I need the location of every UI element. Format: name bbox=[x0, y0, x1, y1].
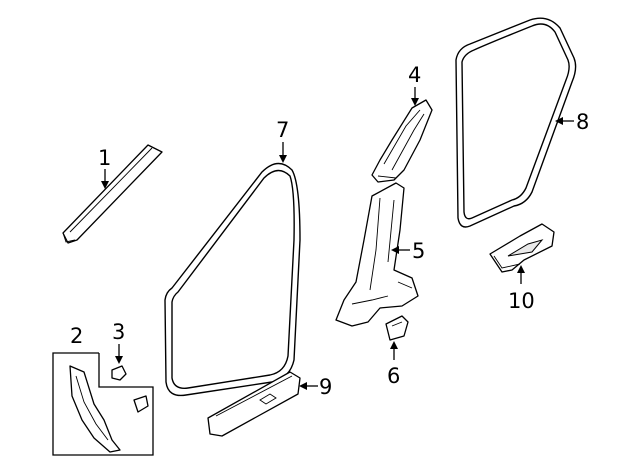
part-5-lower-center-pillar-trim bbox=[335, 182, 419, 327]
callout-10-arrow bbox=[517, 265, 525, 273]
callout-5-label: 5 bbox=[412, 239, 425, 263]
callout-1: 1 bbox=[98, 146, 111, 189]
detail-inset-box bbox=[52, 352, 154, 456]
callout-6: 6 bbox=[387, 341, 400, 388]
part-7-front-door-weatherstrip bbox=[164, 162, 301, 397]
callout-5-arrow bbox=[391, 246, 399, 254]
part-6-clip bbox=[385, 315, 409, 341]
callout-3: 3 bbox=[112, 320, 125, 364]
callout-1-arrow bbox=[101, 181, 109, 189]
part-4-upper-center-pillar-trim bbox=[371, 99, 433, 183]
callout-10-label: 10 bbox=[508, 289, 535, 313]
part-9-front-scuff-plate bbox=[207, 371, 301, 437]
callout-7-label: 7 bbox=[276, 118, 289, 142]
callout-7-arrow bbox=[279, 155, 287, 163]
callout-6-label: 6 bbox=[387, 364, 400, 388]
callout-8: 8 bbox=[555, 110, 589, 134]
part-3-retainer-clip bbox=[111, 365, 149, 413]
callout-9-arrow bbox=[299, 382, 307, 390]
callout-1-label: 1 bbox=[98, 146, 111, 170]
callout-6-arrow bbox=[390, 341, 398, 349]
callout-9-label: 9 bbox=[319, 375, 332, 399]
part-8-rear-door-weatherstrip bbox=[455, 17, 577, 228]
callout-8-label: 8 bbox=[576, 110, 589, 134]
callout-4-arrow bbox=[411, 98, 419, 106]
part-2-kick-panel-trim bbox=[69, 365, 121, 453]
part-1-windshield-pillar-trim bbox=[62, 144, 163, 244]
callout-4: 4 bbox=[408, 63, 421, 106]
callout-2-label: 2 bbox=[70, 324, 83, 348]
callout-9: 9 bbox=[299, 375, 332, 399]
callout-4-label: 4 bbox=[408, 63, 421, 87]
callout-7: 7 bbox=[276, 118, 289, 163]
callout-2: 2 bbox=[70, 324, 83, 348]
callout-10: 10 bbox=[508, 265, 535, 313]
callout-3-label: 3 bbox=[112, 320, 125, 344]
callout-3-arrow bbox=[115, 356, 123, 364]
part-10-rear-scuff-plate bbox=[489, 223, 555, 273]
callout-8-arrow bbox=[555, 117, 563, 125]
callout-5: 5 bbox=[391, 239, 425, 263]
